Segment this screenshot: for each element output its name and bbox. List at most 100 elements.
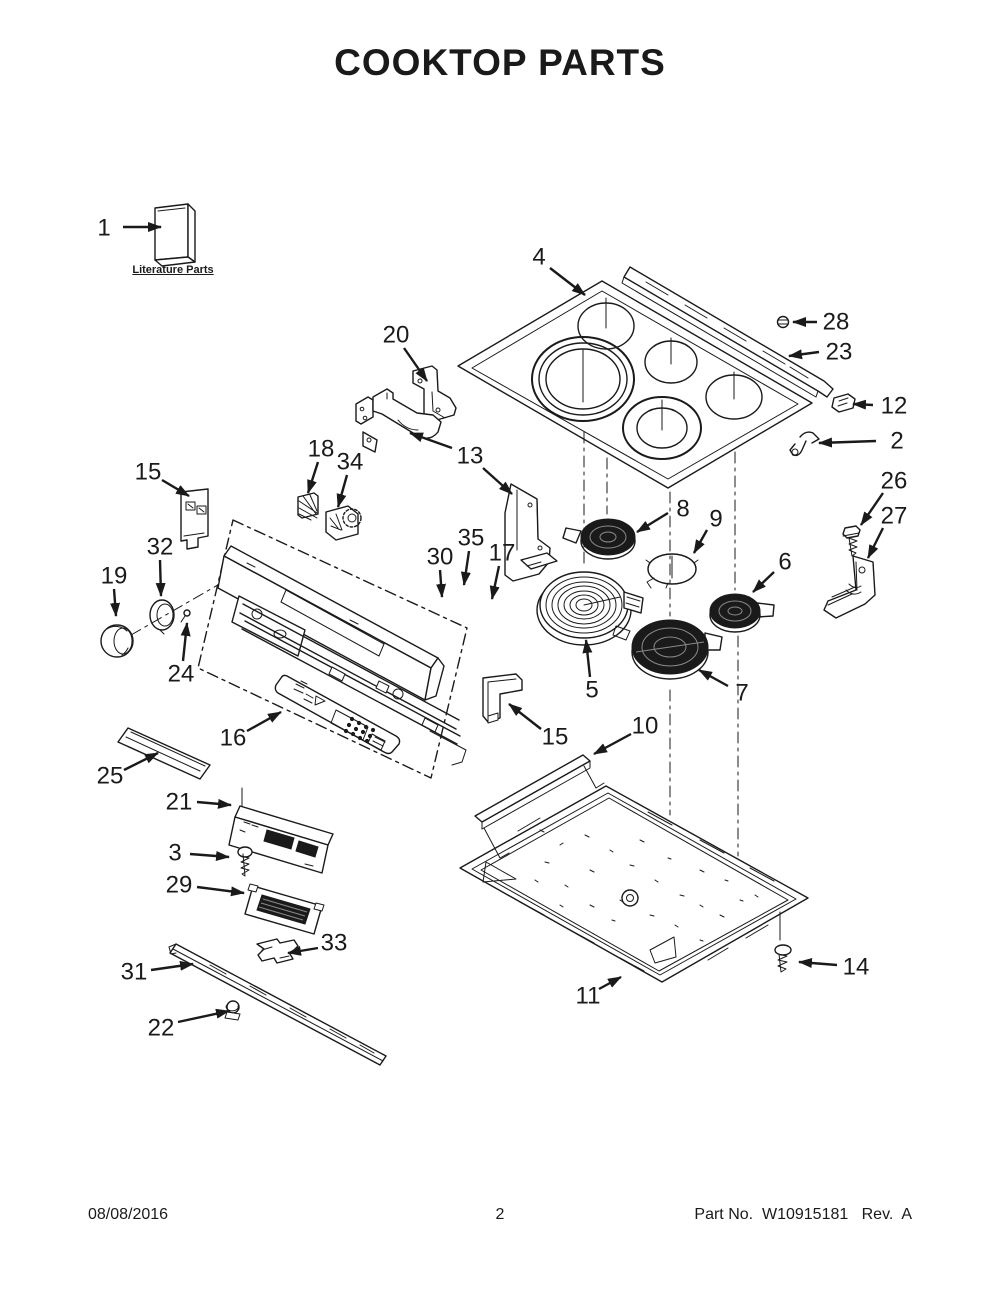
callout-arrow-34 bbox=[336, 474, 349, 508]
footer-page-number: 2 bbox=[495, 1206, 505, 1223]
callout-number-22: 22 bbox=[148, 1015, 175, 1042]
callout-arrow-14 bbox=[798, 958, 838, 969]
callout-number-11: 11 bbox=[576, 983, 601, 1010]
callout-number-28: 28 bbox=[823, 309, 850, 336]
callout-number-14: 14 bbox=[843, 954, 870, 981]
callout-arrow-2 bbox=[818, 437, 877, 448]
callout-number-34: 34 bbox=[337, 449, 364, 476]
callout-arrow-13 bbox=[409, 431, 453, 450]
callout-number-24: 24 bbox=[168, 661, 195, 688]
callout-number-20: 20 bbox=[383, 322, 410, 349]
part-board-holder-29 bbox=[244, 883, 325, 935]
callout-arrow-29 bbox=[196, 885, 245, 897]
callout-number-8: 8 bbox=[676, 496, 689, 523]
callout-arrow-25 bbox=[123, 751, 159, 772]
callout-number-33: 33 bbox=[321, 930, 348, 957]
part-element-6 bbox=[709, 593, 775, 633]
callout-arrow-24 bbox=[180, 622, 191, 662]
part-screw-cap-28 bbox=[776, 315, 790, 329]
part-bracket-15a bbox=[180, 488, 209, 550]
callout-arrow-15 bbox=[161, 478, 190, 498]
callout-arrow-22 bbox=[177, 1008, 230, 1024]
part-cooktop-glass bbox=[457, 280, 813, 489]
callout-number-29: 29 bbox=[166, 872, 193, 899]
part-switch-34 bbox=[325, 505, 362, 541]
callout-arrow-3 bbox=[189, 851, 230, 861]
part-element-8 bbox=[562, 518, 636, 560]
callout-arrow-5 bbox=[582, 639, 593, 678]
callout-arrow-16 bbox=[246, 710, 282, 733]
projection-lines bbox=[583, 431, 739, 857]
part-bracket-15b bbox=[482, 673, 523, 724]
callout-number-21: 21 bbox=[166, 789, 193, 816]
control-assembly-boundary bbox=[197, 519, 468, 779]
callout-number-15: 15 bbox=[135, 459, 162, 486]
callout-number-3: 3 bbox=[168, 840, 181, 867]
part-literature-pack bbox=[154, 203, 196, 267]
part-pin-24 bbox=[180, 609, 191, 623]
callout-number-27: 27 bbox=[881, 503, 908, 530]
callout-number-25: 25 bbox=[97, 763, 124, 790]
part-bracket-33 bbox=[256, 938, 299, 964]
callout-arrow-6 bbox=[752, 571, 775, 593]
callout-number-6: 6 bbox=[778, 549, 791, 576]
callout-number-4: 4 bbox=[532, 244, 545, 271]
footer-part-number: Part No. W10915181 Rev. A bbox=[694, 1206, 912, 1223]
callout-number-1: 1 bbox=[97, 215, 110, 242]
part-ring-32 bbox=[149, 599, 175, 635]
callout-number-5: 5 bbox=[585, 677, 598, 704]
callout-arrow-20 bbox=[403, 347, 428, 382]
part-burner-box-11 bbox=[459, 785, 809, 983]
part-rear-rail-10 bbox=[474, 754, 605, 859]
callout-number-16: 16 bbox=[220, 725, 247, 752]
callout-arrow-21 bbox=[196, 798, 232, 809]
callout-number-26: 26 bbox=[881, 468, 908, 495]
part-element-5 bbox=[536, 571, 644, 646]
callout-arrow-4 bbox=[549, 267, 586, 296]
pan-speckles bbox=[534, 829, 759, 942]
callout-number-30: 30 bbox=[427, 544, 454, 571]
part-bracket-13a bbox=[355, 388, 442, 453]
callout-arrow-7 bbox=[698, 668, 729, 688]
callout-number-7: 7 bbox=[735, 680, 748, 707]
callout-number-23: 23 bbox=[826, 339, 853, 366]
part-control-chassis bbox=[217, 545, 445, 701]
callout-arrow-12 bbox=[852, 399, 874, 410]
part-limiter-9 bbox=[645, 553, 699, 589]
literature-parts-label: Literature Parts bbox=[132, 264, 214, 276]
part-knob-19 bbox=[100, 624, 134, 658]
callout-arrow-30 bbox=[436, 569, 447, 598]
part-control-board-21 bbox=[228, 805, 334, 874]
callout-arrow-27 bbox=[866, 527, 885, 559]
callout-arrow-8 bbox=[636, 511, 669, 534]
part-rail-31 bbox=[168, 943, 387, 1066]
callout-number-32: 32 bbox=[147, 534, 174, 561]
part-element-7 bbox=[631, 619, 723, 680]
callout-arrow-10 bbox=[593, 732, 632, 756]
part-bracket-13b bbox=[504, 483, 558, 582]
part-clip-2 bbox=[789, 431, 820, 457]
callout-number-17: 17 bbox=[489, 540, 516, 567]
footer-date: 08/08/2016 bbox=[88, 1206, 169, 1223]
part-screw-3 bbox=[237, 846, 253, 877]
page-title: COOKTOP PARTS bbox=[334, 42, 666, 83]
callout-arrow-19 bbox=[110, 588, 121, 617]
callout-arrow-13 bbox=[482, 467, 513, 495]
callout-arrow-31 bbox=[150, 960, 194, 972]
callout-number-19: 19 bbox=[101, 563, 128, 590]
callout-arrow-26 bbox=[860, 492, 884, 526]
callout-arrow-11 bbox=[598, 975, 622, 991]
callout-number-9: 9 bbox=[709, 506, 722, 533]
callout-number-12: 12 bbox=[881, 393, 908, 420]
part-control-subchassis bbox=[231, 595, 467, 766]
callout-arrow-9 bbox=[692, 529, 709, 554]
part-screw-14 bbox=[774, 911, 792, 973]
part-bracket-27 bbox=[823, 555, 876, 619]
callout-arrow-35 bbox=[460, 550, 471, 586]
callout-number-35: 35 bbox=[458, 525, 485, 552]
callout-number-10: 10 bbox=[632, 713, 659, 740]
callout-number-15: 15 bbox=[542, 724, 569, 751]
